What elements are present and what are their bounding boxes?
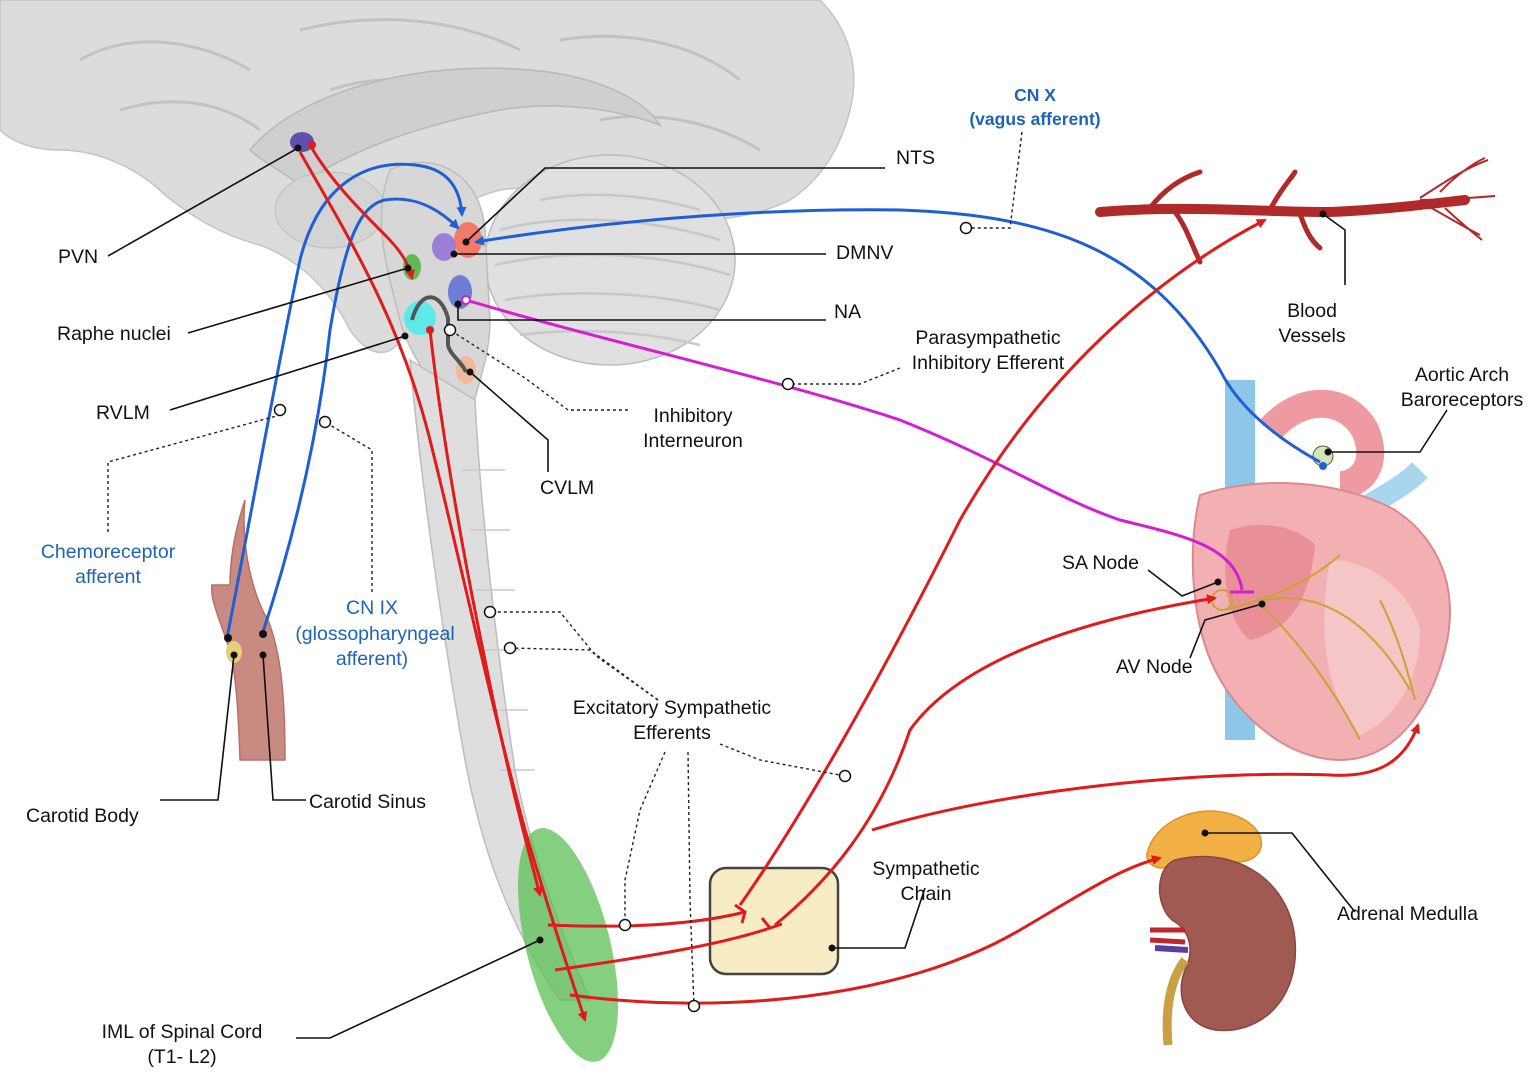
label-carotid-sinus: Carotid Sinus xyxy=(309,791,426,813)
label-blood-vessels-line2: Vessels xyxy=(1278,325,1345,347)
iml-to-chain-upper xyxy=(547,910,746,928)
pvn-descending-path xyxy=(298,151,588,1022)
rvlm-descending-path xyxy=(428,329,543,897)
label-av-node: AV Node xyxy=(1116,656,1193,678)
dotted-callouts xyxy=(107,131,1023,1013)
kidney-illustration xyxy=(1146,810,1297,1046)
cn9-glossopharyngeal-afferent-path xyxy=(260,197,460,636)
inhibitory-interneuron-path xyxy=(410,295,468,373)
chain-to-vessels-path xyxy=(738,218,1267,906)
label-excitatory-line1: Excitatory Sympathetic xyxy=(573,697,772,719)
adrenal-gland xyxy=(1146,810,1263,869)
labels: PVN Raphe nuclei RVLM Chemoreceptor affe… xyxy=(26,85,1523,1068)
leader-lines xyxy=(107,144,1448,1039)
cerebellum xyxy=(484,154,736,366)
heart-illustration xyxy=(1191,380,1451,762)
label-cvlm: CVLM xyxy=(540,477,594,499)
parasympathetic-efferent-path xyxy=(465,298,1244,591)
label-aortic-line2: Baroreceptors xyxy=(1401,389,1524,411)
chain-to-heart-path xyxy=(871,723,1420,832)
label-excitatory-line2: Efferents xyxy=(633,722,711,744)
pvn-to-rvlm-path xyxy=(308,144,415,280)
label-iml-line1: IML of Spinal Cord xyxy=(102,1021,263,1043)
cnx-vagus-afferent-path xyxy=(474,208,1321,464)
iml-to-chain-lower xyxy=(554,926,771,972)
label-sympathetic-chain-line2: Chain xyxy=(901,883,952,905)
label-inhibitory-line1: Inhibitory xyxy=(653,405,732,427)
label-chemoreceptor-line2: afferent xyxy=(75,566,141,588)
label-parasympathetic-line2: Inhibitory Efferent xyxy=(912,352,1065,374)
label-adrenal-medulla: Adrenal Medulla xyxy=(1337,903,1478,925)
label-carotid-body: Carotid Body xyxy=(26,805,139,827)
label-nts: NTS xyxy=(896,147,935,169)
kidney xyxy=(1158,855,1297,1032)
label-iml-line2: (T1- L2) xyxy=(147,1046,216,1068)
label-cnx-line1: CN X xyxy=(1014,85,1056,105)
label-pvn: PVN xyxy=(58,246,98,268)
dmnv-nucleus xyxy=(432,233,456,261)
label-raphe-nuclei: Raphe nuclei xyxy=(57,323,171,345)
carotid-artery xyxy=(211,499,286,761)
chain-to-sa-node-path xyxy=(774,594,1217,927)
label-sa-node: SA Node xyxy=(1062,552,1139,574)
brain-illustration xyxy=(0,0,855,1001)
label-parasympathetic-line1: Parasympathetic xyxy=(915,327,1060,349)
label-rvlm: RVLM xyxy=(96,402,150,424)
label-aortic-line1: Aortic Arch xyxy=(1415,364,1509,386)
label-dmnv: DMNV xyxy=(836,242,893,264)
iml-to-adrenal-path xyxy=(569,855,1162,1005)
rvlm-nucleus xyxy=(404,301,436,335)
sympathetic-chain-box xyxy=(708,866,840,976)
label-sympathetic-chain-line1: Sympathetic xyxy=(872,858,980,880)
chemoreceptor-afferent-path xyxy=(225,162,467,639)
label-inhibitory-line2: Interneuron xyxy=(643,430,743,452)
label-cn9-line2: (glossopharyngeal xyxy=(295,623,454,645)
label-chemoreceptor-line1: Chemoreceptor xyxy=(41,541,176,563)
label-cn9-line3: afferent) xyxy=(336,648,408,670)
label-cnx-line2: (vagus afferent) xyxy=(969,109,1100,129)
label-blood-vessels-line1: Blood xyxy=(1287,300,1337,322)
blood-vessel xyxy=(1095,157,1496,265)
label-na: NA xyxy=(834,301,861,323)
nuclei xyxy=(290,132,482,384)
label-cn9-line1: CN IX xyxy=(346,597,398,619)
